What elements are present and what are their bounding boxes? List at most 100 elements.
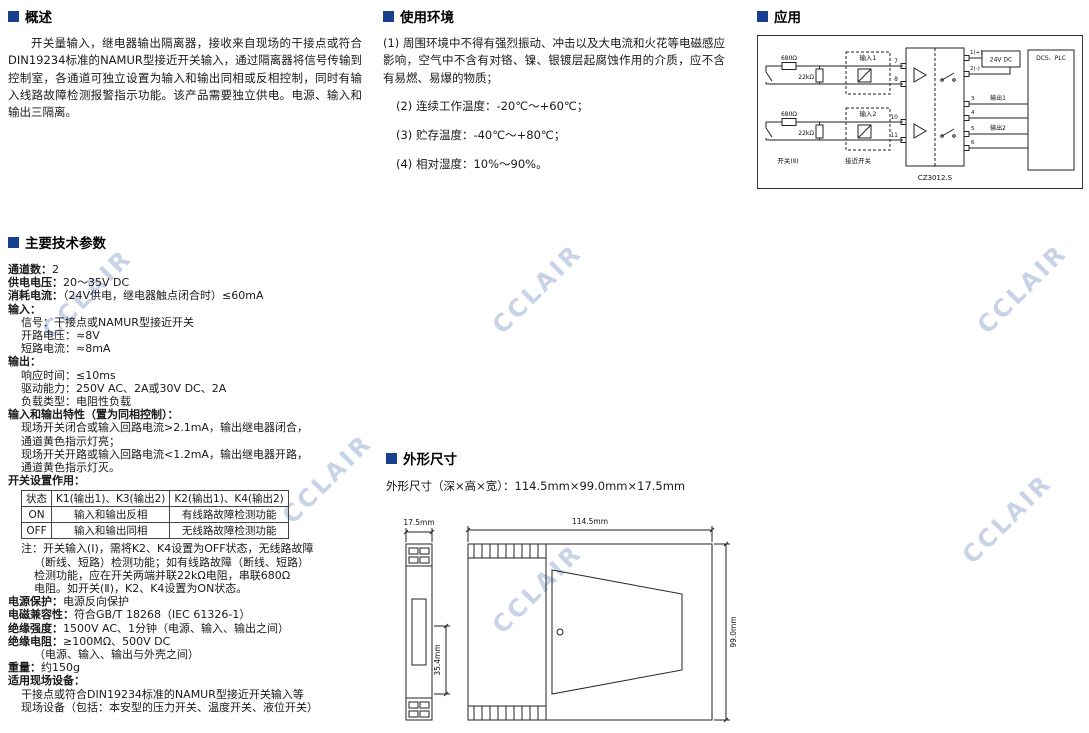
- parameter-value: 干接点或符合DIN19234标准的NAMUR型接近开关输入等: [21, 687, 304, 701]
- parameter-value: 信号：干接点或NAMUR型接近开关: [21, 315, 194, 329]
- depth-dimension-label: 114.5mm: [572, 517, 608, 526]
- parameter-line: 绝缘电阻：≥100MΩ、500V DC: [8, 635, 380, 648]
- parameter-label: 输入：: [8, 302, 41, 316]
- environment-item: (3) 贮存温度：-40℃～+80℃；: [396, 128, 566, 142]
- parameter-value: 电源反向保护: [63, 595, 129, 609]
- parameter-line: 通道黄色指示灯亮；: [8, 435, 380, 448]
- section-overview: 概述 开关量输入，继电器输出隔离器，接收来自现场的干接点或符合DIN19234标…: [8, 6, 362, 133]
- parameter-line: 通道黄色指示灯灭。: [8, 461, 380, 474]
- dimensions-text: 外形尺寸（深×高×宽）：114.5mm×99.0mm×17.5mm: [386, 479, 686, 493]
- parameter-line: 电源保护：电源反向保护: [8, 595, 380, 608]
- parameter-value: 检测功能，应在开关两端并联22kΩ电阻，串联680Ω: [34, 568, 291, 582]
- parameter-line: 信号：干接点或NAMUR型接近开关: [8, 316, 380, 329]
- parameter-label: 重量：: [8, 661, 41, 675]
- proximity-switch-label: 接近开关: [845, 156, 872, 165]
- terminal-label: 2(-): [970, 66, 980, 72]
- parameter-line: 驱动能力：250V AC、2A或30V DC、2A: [8, 382, 380, 395]
- overview-title-text: 概述: [25, 10, 52, 26]
- parameter-label: 输出：: [8, 355, 41, 369]
- parameter-label: 绝缘强度：: [8, 621, 63, 635]
- terminal-label: 7: [894, 58, 898, 65]
- parameters-title-text: 主要技术参数: [25, 236, 106, 252]
- output2-label: 输出2: [990, 124, 1006, 132]
- power-label: 24V DC: [990, 57, 1012, 64]
- table-header-k1k3: K1(输出1)、K3(输出2): [50, 490, 171, 508]
- environment-list: (1) 周围环境中不得有强烈振动、冲击以及大电流和火花等电磁感应影响，空气中不含…: [383, 35, 725, 173]
- parameter-line: 电阻。如开关(Ⅱ)，K2、K4设置为ON状态。: [8, 582, 380, 595]
- parameter-value: 短路电流：≈8mA: [21, 342, 111, 356]
- parameter-line: 输入：: [8, 303, 380, 316]
- terminal-label: 1(+): [970, 50, 982, 56]
- model-label: CZ3012.S: [918, 174, 953, 182]
- parameter-label: 消耗电流：: [8, 289, 63, 303]
- table-cell: ON: [21, 506, 52, 524]
- inner-dimension-label: 35.4mm: [433, 644, 442, 675]
- parameter-value: 驱动能力：250V AC、2A或30V DC、2A: [21, 381, 227, 395]
- table-row: ON 输入和输出反相 有线路故障检测功能: [21, 506, 289, 524]
- parameter-line: 检测功能，应在开关两端并联22kΩ电阻，串联680Ω: [8, 569, 380, 582]
- application-title-text: 应用: [774, 10, 801, 26]
- parameters-title: 主要技术参数: [8, 232, 380, 252]
- table-cell: 输入和输出同相: [50, 522, 171, 540]
- parameter-value: 符合GB/T 18268（IEC 61326-1）: [74, 608, 251, 622]
- parameter-value: 约150g: [41, 661, 80, 675]
- parameter-line: 绝缘强度：1500V AC、1分钟（电源、输入、输出之间）: [8, 622, 380, 635]
- parameter-label: 输入和输出特性（置为同相控制）：: [8, 408, 179, 422]
- terminal-label: 8: [894, 76, 898, 83]
- parameter-value: 电阻。如开关(Ⅱ)，K2、K4设置为ON状态。: [34, 582, 248, 596]
- parameter-line: 重量：约150g: [8, 661, 380, 674]
- watermark: CCLAIR: [971, 238, 1073, 340]
- parameter-line: 通道数：2: [8, 263, 380, 276]
- parameter-line: （断线、短路）检测功能；如有线路故障（断线、短路）: [8, 556, 380, 569]
- table-cell: 无线路故障检测功能: [169, 522, 289, 540]
- parameter-label: 绝缘电阻：: [8, 634, 63, 648]
- terminal-label: 4: [971, 110, 975, 116]
- terminal-label: 10: [890, 114, 898, 121]
- output1-label: 输出1: [990, 94, 1006, 102]
- parameter-line: 负载类型：电阻性负载: [8, 395, 380, 408]
- parameter-value: 20～35V DC: [63, 276, 130, 290]
- environment-title-text: 使用环境: [400, 10, 454, 26]
- parameter-label: 适用现场设备：: [8, 674, 85, 688]
- parameter-line: 开关设置作用：: [8, 474, 380, 487]
- dimensions-title: 外形尺寸: [386, 448, 786, 468]
- parameter-label: 开关设置作用：: [8, 474, 85, 488]
- table-cell: 输入和输出反相: [50, 506, 171, 524]
- outline-drawing-svg: 17.5mm 114.5mm 99.0mm 35.4mm: [403, 517, 738, 722]
- section-application: 应用: [757, 6, 1083, 189]
- table-body: ON 输入和输出反相 有线路故障检测功能 OFF 输入和输出同相 无线路故障检测…: [21, 506, 289, 540]
- section-marker-icon: [8, 10, 19, 22]
- terminal-label: 3: [971, 96, 975, 102]
- switch-label: 开关(Ⅱ): [777, 156, 798, 165]
- parameter-value: 现场设备（包括：本安型的压力开关、温度开关、液位开关）: [21, 700, 318, 714]
- section-marker-icon: [383, 10, 394, 22]
- parameter-value: 现场开关闭合或输入回路电流>2.1mA，输出继电器闭合，: [21, 421, 308, 435]
- dcs-plc-label: DCS、PLC: [1036, 55, 1066, 62]
- parameters-list-bottom: 注：开关输入(Ⅰ)，需将K2、K4设置为OFF状态，无线路故障（断线、短路）检测…: [8, 542, 380, 714]
- parameter-line: 消耗电流：（24V供电，继电器触点闭合时）≤60mA: [8, 289, 380, 302]
- parameter-value: 2: [52, 263, 59, 276]
- parameter-line: 开路电压：≈8V: [8, 329, 380, 342]
- parameter-value: 响应时间：≤10ms: [21, 368, 116, 382]
- terminal-label: 6: [971, 140, 975, 146]
- environment-item: (4) 相对湿度：10%～90%。: [396, 156, 548, 171]
- environment-item: (1) 周围环境中不得有强烈振动、冲击以及大电流和火花等电磁感应影响，空气中不含…: [383, 36, 725, 85]
- resistor-label: 680Ω: [781, 55, 797, 62]
- height-dimension-label: 99.0mm: [729, 616, 738, 647]
- resistor-label: 22kΩ: [798, 74, 814, 81]
- application-diagram: 680Ω 22kΩ 680Ω 22kΩ 输入1 输入2 7 8 10 11 1(…: [757, 35, 1083, 189]
- parameter-line: 短路电流：≈8mA: [8, 342, 380, 355]
- environment-item: (2) 连续工作温度：-20℃～+60℃；: [396, 99, 589, 114]
- table-cell: OFF: [21, 522, 52, 540]
- section-marker-icon: [8, 236, 19, 248]
- application-title: 应用: [757, 6, 1083, 26]
- section-environment: 使用环境 (1) 周围环境中不得有强烈振动、冲击以及大电流和火花等电磁感应影响，…: [383, 6, 725, 185]
- parameter-line: 现场开关开路或输入回路电流<1.2mA，输出继电器开路，: [8, 448, 380, 461]
- application-circuit-svg: 680Ω 22kΩ 680Ω 22kΩ 输入1 输入2 7 8 10 11 1(…: [765, 47, 1075, 182]
- section-dimensions: 外形尺寸 外形尺寸（深×高×宽）：114.5mm×99.0mm×17.5mm: [386, 448, 786, 733]
- overview-body: 开关量输入，继电器输出隔离器，接收来自现场的干接点或符合DIN19234标准的N…: [8, 36, 362, 119]
- dimensions-title-text: 外形尺寸: [403, 452, 457, 468]
- parameter-line: 适用现场设备：: [8, 674, 380, 687]
